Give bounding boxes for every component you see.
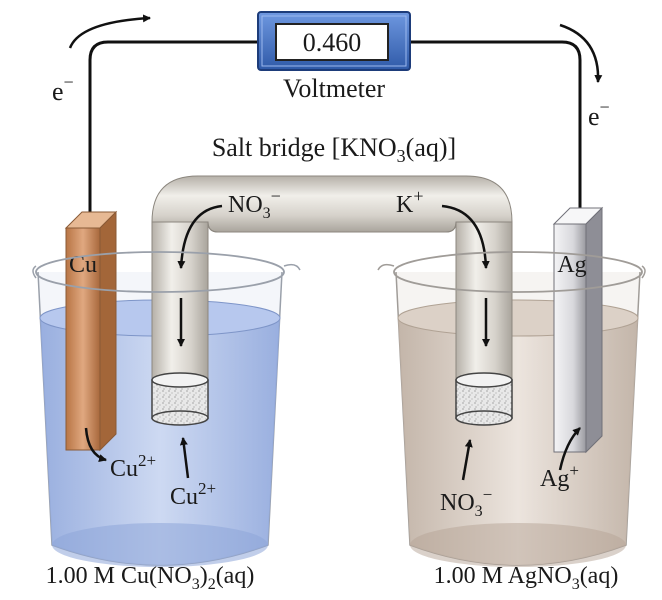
silver-ion-migration-arrow: [558, 427, 581, 471]
salt-bridge-anion-label: NO3−: [228, 186, 281, 222]
anion-flow-arrow: [177, 204, 223, 269]
left-solution-caption: 1.00 M Cu(NO3)2(aq): [46, 563, 255, 593]
salt-bridge-tube: [151, 175, 513, 426]
electron-label-right: e−: [588, 97, 610, 131]
right-beaker-rim: [377, 251, 646, 293]
electron-label-left: e−: [52, 72, 74, 106]
copper-ion-migration-arrow: [179, 437, 190, 479]
left-ion-out-label: Cu2+: [110, 451, 156, 482]
right-cation-label: Ag+: [540, 461, 579, 492]
cation-flow-arrow: [441, 204, 490, 269]
salt-bridge-label: Salt bridge [KNO3(aq)]: [212, 133, 456, 166]
electron-flow-arrow-right: [559, 23, 603, 83]
electron-flow-arrow-left: [68, 14, 151, 49]
copper-ion-release-arrow: [84, 427, 107, 462]
voltmeter-display: [275, 23, 389, 61]
left-beaker-rim: [32, 251, 301, 293]
voltmeter: 0.460: [257, 11, 411, 71]
external-wire: [88, 40, 582, 215]
salt-bridge-cation-label: K+: [396, 186, 424, 218]
right-anion-label: NO3−: [440, 485, 492, 520]
voltmeter-label: Voltmeter: [283, 74, 385, 103]
silver-electrode: [552, 206, 604, 454]
voltmeter-reading: 0.460: [303, 28, 362, 57]
silver-electrode-label: Ag: [557, 252, 586, 278]
left-ion-in-label: Cu2+: [170, 479, 216, 510]
right-beaker: [395, 271, 641, 567]
right-solution-caption: 1.00 M AgNO3(aq): [434, 563, 619, 593]
nitrate-migration-arrow: [461, 439, 473, 481]
copper-electrode: [64, 210, 118, 452]
